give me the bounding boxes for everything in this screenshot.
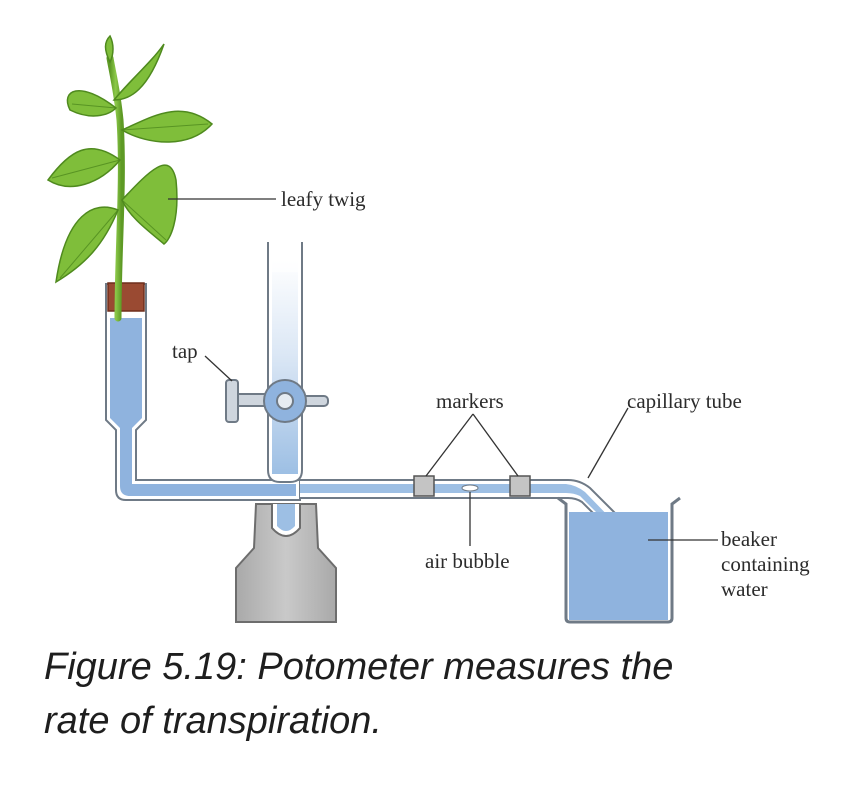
marker-left	[413, 475, 435, 497]
air-bubble	[461, 484, 479, 492]
leafy-twig-label: leafy twig	[281, 187, 366, 211]
label-tap: tap	[172, 339, 233, 382]
leaves	[46, 34, 214, 284]
clamp-stand	[235, 503, 337, 623]
beaker	[557, 496, 681, 624]
label-capillary-tube: capillary tube	[587, 389, 742, 479]
reservoir-tube	[267, 242, 303, 483]
beaker-label-line2: containing	[721, 552, 810, 576]
label-beaker: beaker containing water	[648, 527, 810, 601]
markers-label: markers	[436, 389, 504, 413]
air-bubble-label: air bubble	[425, 549, 510, 573]
label-markers: markers	[425, 389, 519, 477]
caption-line-1: Figure 5.19: Potometer measures the	[44, 646, 674, 688]
figure-caption: Figure 5.19: Potometer measures the rate…	[44, 640, 844, 748]
tap-label: tap	[172, 339, 198, 363]
label-air-bubble: air bubble	[425, 492, 510, 573]
twig-stem	[106, 54, 125, 322]
potometer-diagram: leafy twig tap markers capillary tube ai…	[46, 34, 810, 624]
tap	[225, 379, 329, 423]
caption-line-2: rate of transpiration.	[44, 700, 382, 742]
capillary-tube-label: capillary tube	[627, 389, 742, 413]
beaker-label-line1: beaker	[721, 527, 777, 551]
marker-right	[509, 475, 531, 497]
beaker-label-line3: water	[721, 577, 768, 601]
label-leafy-twig: leafy twig	[168, 187, 366, 211]
cork	[107, 282, 145, 312]
